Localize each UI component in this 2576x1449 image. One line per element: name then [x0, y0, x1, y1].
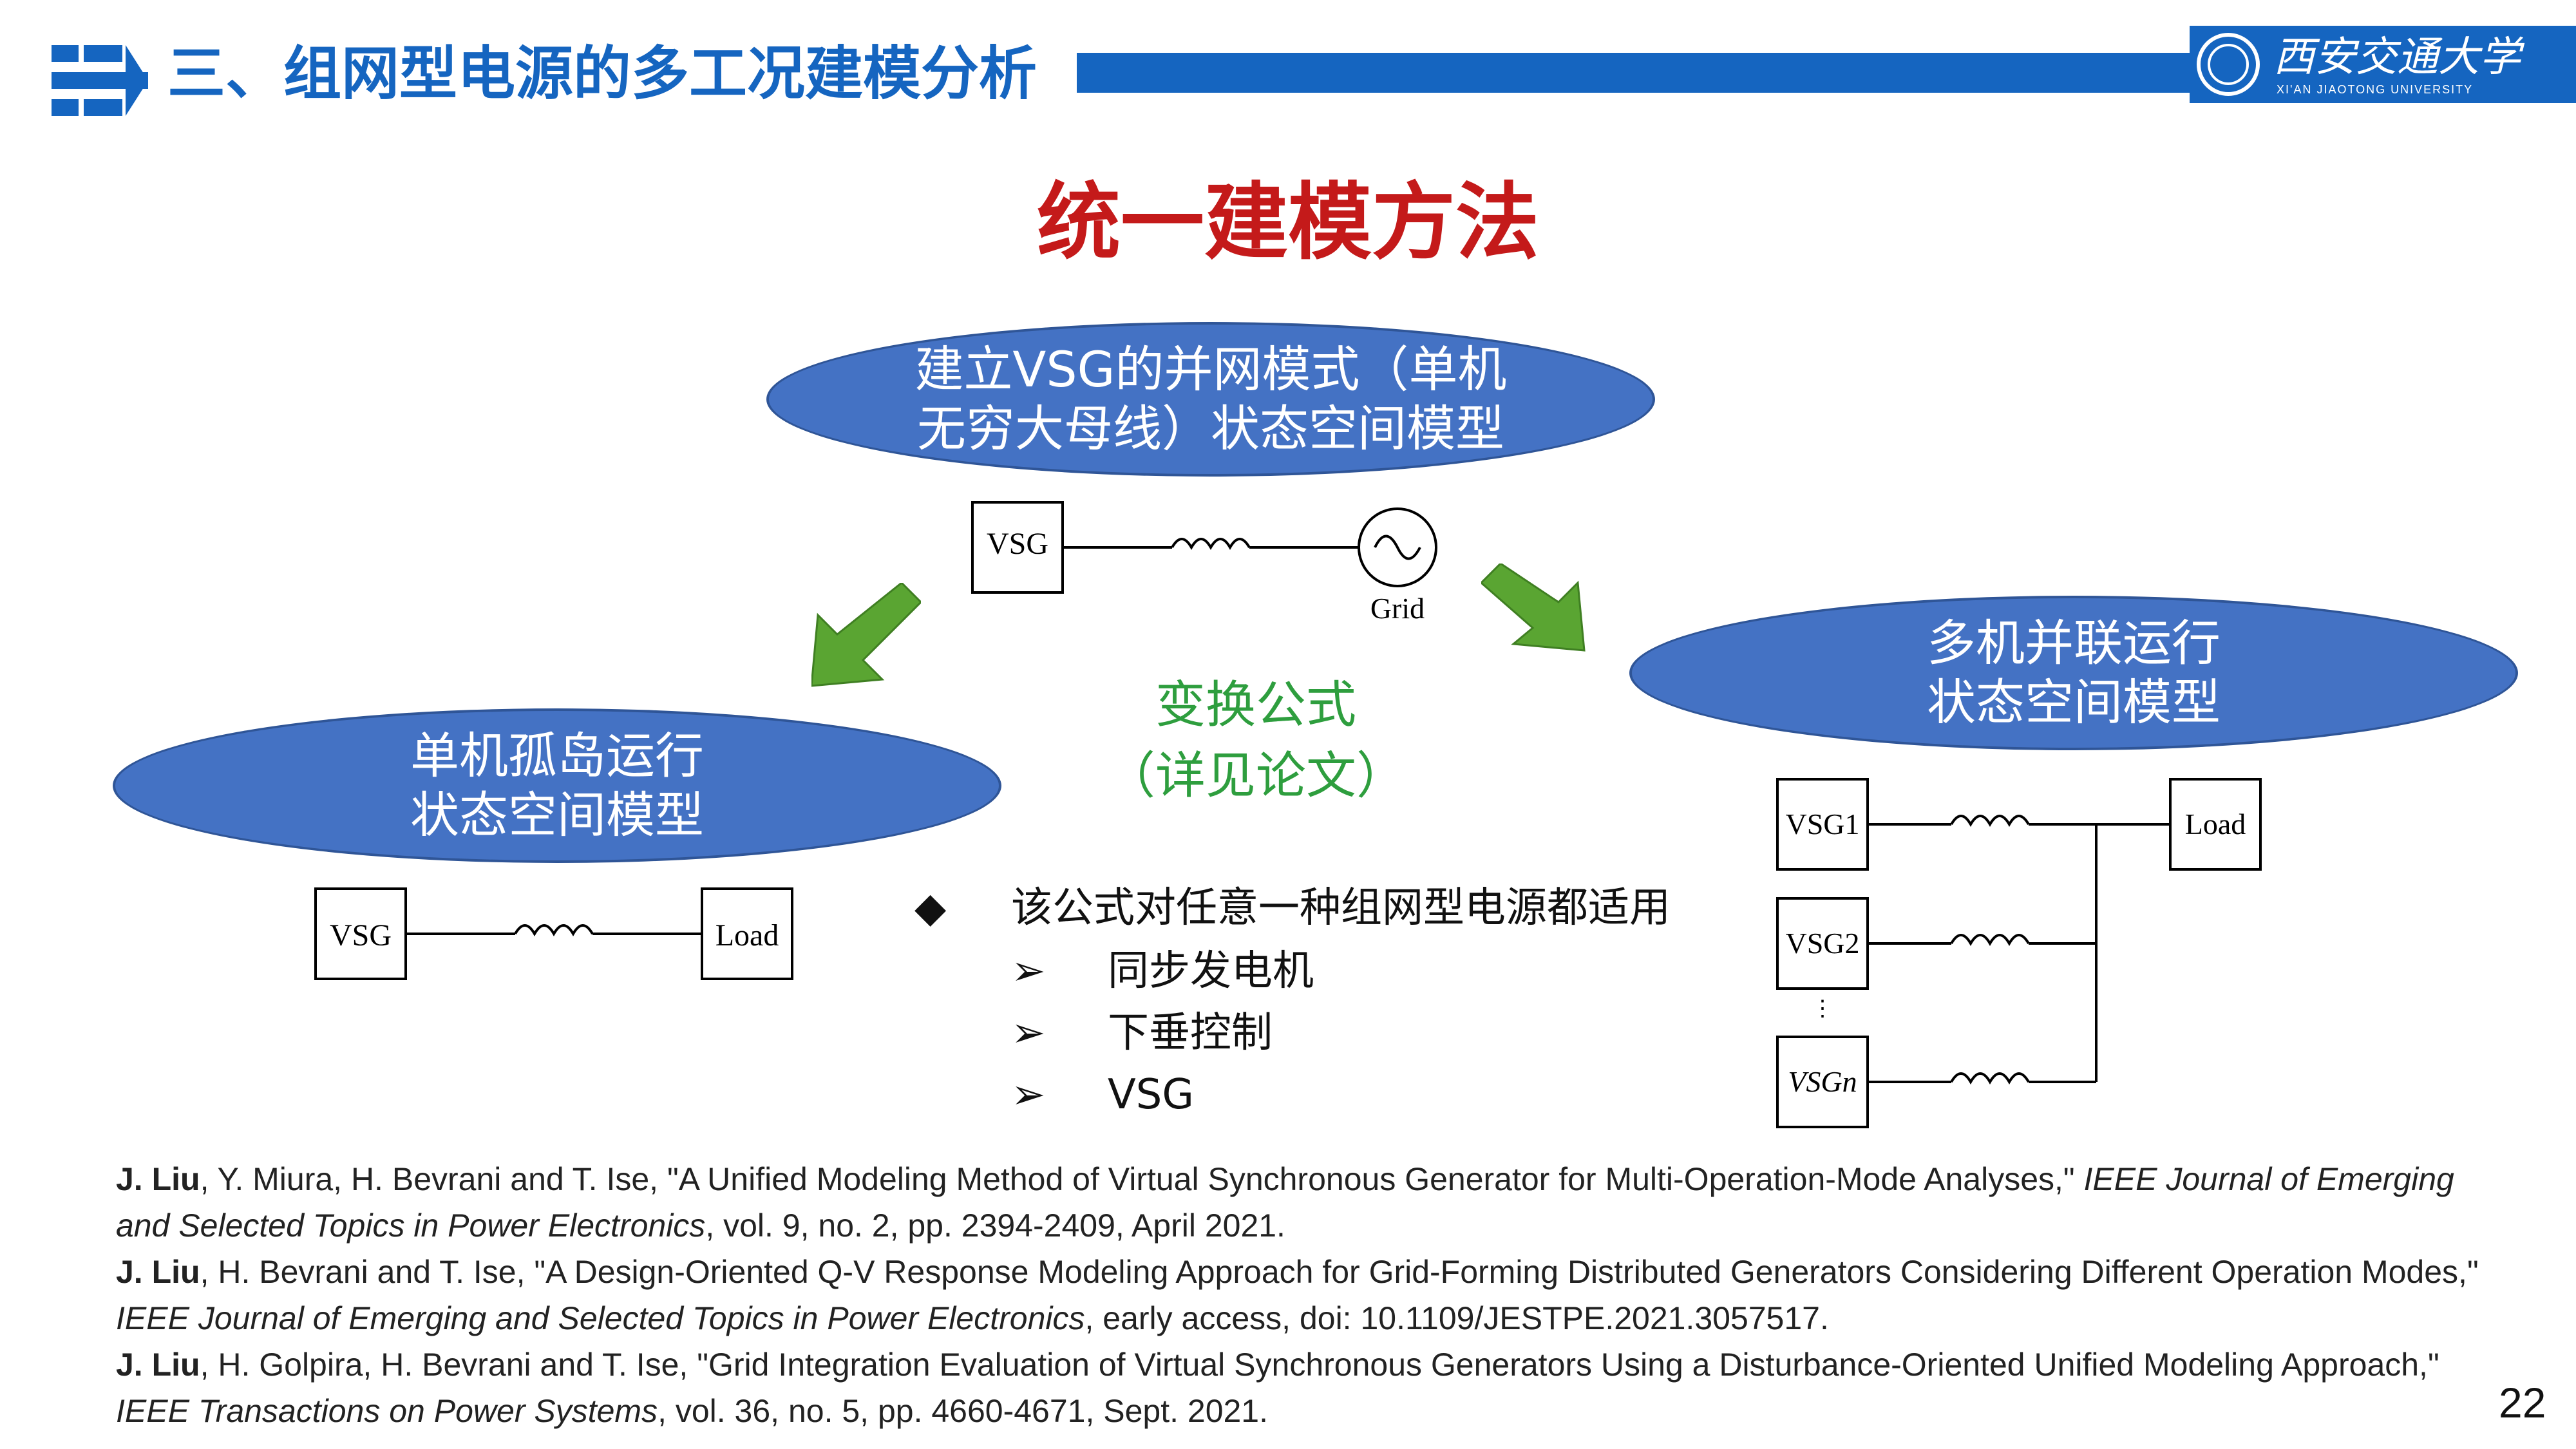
grid-label: Grid: [1370, 592, 1425, 625]
vsg1-box: [1776, 778, 1869, 871]
arrow-down-left-icon: [811, 583, 921, 687]
arrow-down-right-icon: [1481, 564, 1586, 652]
reference-author: J. Liu: [116, 1347, 200, 1383]
formula-note-line-1: 变换公式: [1155, 676, 1356, 734]
reference-text: , H. Golpira, H. Bevrani and T. Ise, "Gr…: [200, 1347, 2439, 1383]
reference-journal: IEEE Transactions on Power Systems: [116, 1393, 658, 1429]
inductor-icon: [1950, 815, 2030, 827]
reference-text: , early access, doi: 10.1109/JESTPE.2021…: [1084, 1300, 1829, 1336]
bullet-sub-text: 同步发电机: [1108, 947, 1314, 995]
reference-author: J. Liu: [116, 1161, 200, 1197]
bullet-sub-text: VSG: [1108, 1071, 1194, 1119]
formula-note-line-2: （详见论文）: [1104, 747, 1406, 805]
reference-item: J. Liu, H. Bevrani and T. Ise, "A Design…: [116, 1249, 2499, 1341]
vsg-box: [971, 501, 1064, 594]
reference-journal: IEEE Journal of Emerging and Selected To…: [116, 1300, 1085, 1336]
header-bullet-icon: [52, 45, 148, 118]
inductor-icon: [1950, 1072, 2030, 1084]
vsg-label: VSG: [987, 527, 1048, 561]
ellipsis-label: ⋮: [1812, 997, 1833, 1021]
bullet-sub-item: ➢ VSG: [1011, 1064, 1765, 1126]
bullet-list: ◆ 该公式对任意一种组网型电源都适用 ➢ 同步发电机 ➢ 下垂控制 ➢ VSG: [914, 876, 1765, 1126]
page-number: 22: [2499, 1379, 2546, 1426]
main-title: 统一建模方法: [1036, 173, 1539, 271]
bullet-sub-item: ➢ 同步发电机: [1011, 940, 1765, 1002]
references: J. Liu, Y. Miura, H. Bevrani and T. Ise,…: [116, 1156, 2499, 1434]
circuit-grid-connected: VSG Grid: [971, 501, 1437, 625]
load-label: Load: [715, 918, 779, 952]
university-name-cn: 西安交通大学: [2273, 33, 2525, 81]
arrowhead-bullet-icon: ➢: [1011, 1071, 1046, 1119]
ellipse-parallel-model: 多机并联运行 状态空间模型: [1629, 596, 2518, 750]
reference-item: J. Liu, H. Golpira, H. Bevrani and T. Is…: [116, 1341, 2499, 1434]
inductor-icon: [1171, 538, 1251, 550]
reference-text: , vol. 9, no. 2, pp. 2394-2409, April 20…: [705, 1208, 1285, 1244]
ellipse-grid-connected-model: 建立VSG的并网模式（单机 无穷大母线）状态空间模型: [766, 322, 1655, 477]
ellipse-top-line-2: 无穷大母线）状态空间模型: [917, 400, 1504, 457]
inductor-icon: [1950, 934, 2030, 946]
reference-journal: IEEE Journal of Emerging and Selected To…: [116, 1161, 2454, 1244]
reference-text: , vol. 36, no. 5, pp. 4660-4671, Sept. 2…: [658, 1393, 1269, 1429]
ellipse-right-line-1: 多机并联运行: [1927, 614, 2221, 672]
arrowhead-bullet-icon: ➢: [1011, 947, 1046, 995]
vsg1-label: VSG1: [1785, 808, 1859, 840]
vsg2-label: VSG2: [1785, 927, 1859, 960]
vsg2-box: [1776, 897, 1869, 990]
reference-item: J. Liu, Y. Miura, H. Bevrani and T. Ise,…: [116, 1156, 2499, 1249]
section-title: 三、组网型电源的多工况建模分析: [167, 40, 1037, 108]
bullet-sub-text: 下垂控制: [1108, 1009, 1273, 1057]
ellipse-right-line-2: 状态空间模型: [1927, 674, 2221, 731]
vsgn-label: VSGn: [1788, 1065, 1857, 1098]
circuit-islanded: VSG Load: [314, 887, 793, 980]
bullet-sub-item: ➢ 下垂控制: [1011, 1002, 1765, 1064]
reference-text: , H. Bevrani and T. Ise, "A Design-Orien…: [200, 1254, 2479, 1290]
vsg-label: VSG: [330, 918, 392, 952]
load-box: [2169, 778, 2262, 871]
circuit-parallel: VSG1 Load VSG2 ⋮ VSGn: [1776, 778, 2262, 1128]
university-name-en: XI'AN JIAOTONG UNIVERSITY: [2277, 83, 2473, 96]
bullet-main: ◆ 该公式对任意一种组网型电源都适用: [914, 876, 1765, 940]
load-label: Load: [2185, 808, 2246, 840]
inductor-icon: [514, 924, 594, 936]
reference-author: J. Liu: [116, 1254, 200, 1290]
reference-text: , Y. Miura, H. Bevrani and T. Ise, "A Un…: [200, 1161, 2084, 1197]
vsg-box: [314, 887, 407, 980]
ellipse-left-line-2: 状态空间模型: [410, 786, 704, 844]
diamond-bullet-icon: ◆: [914, 884, 947, 932]
load-box: [701, 887, 793, 980]
arrowhead-bullet-icon: ➢: [1011, 1009, 1046, 1057]
bullet-main-text: 该公式对任意一种组网型电源都适用: [1011, 884, 1671, 932]
ellipse-top-line-1: 建立VSG的并网模式（单机: [914, 341, 1507, 398]
ellipse-left-line-1: 单机孤岛运行: [410, 727, 704, 784]
ellipse-islanded-model: 单机孤岛运行 状态空间模型: [113, 708, 1001, 863]
formula-note: 变换公式 （详见论文）: [1069, 670, 1443, 811]
university-logo: 西安交通大学 XI'AN JIAOTONG UNIVERSITY: [2190, 26, 2576, 103]
